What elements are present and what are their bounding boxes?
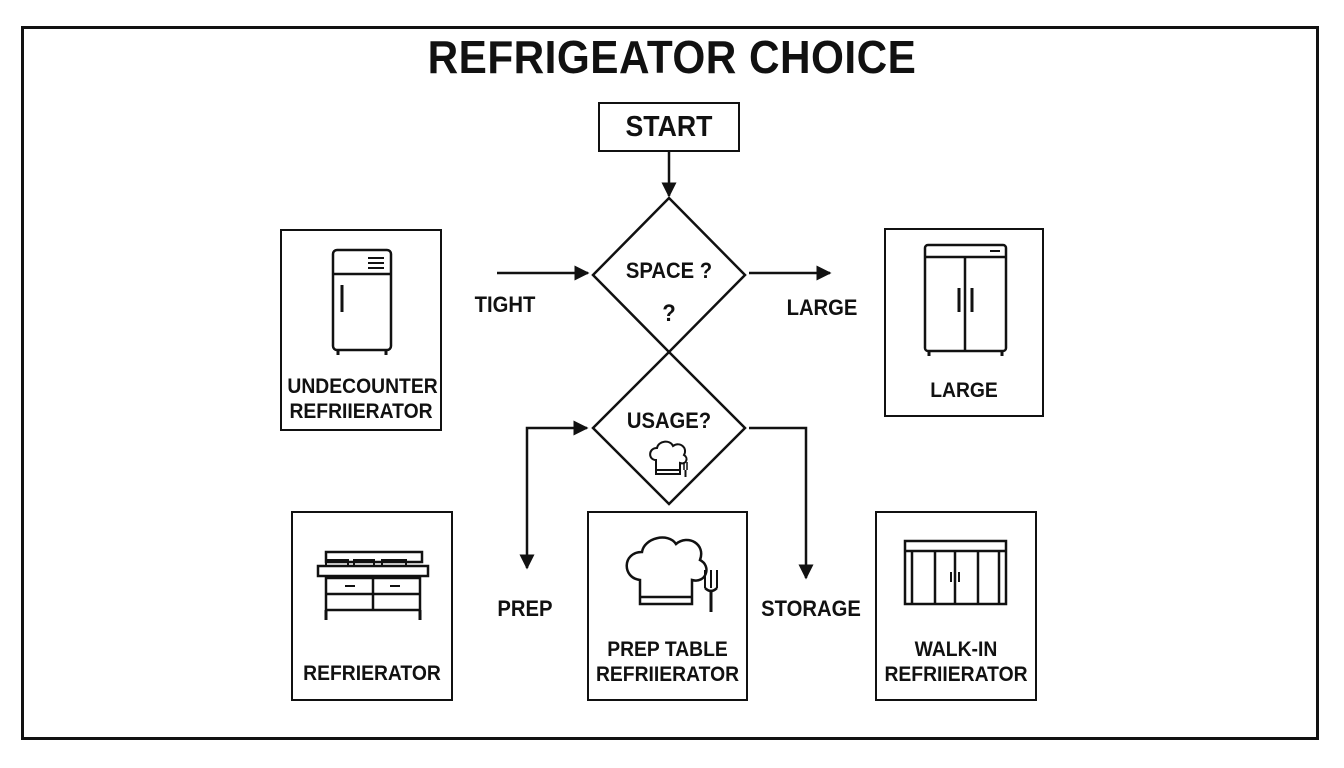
diagram-title: REFRIGEATOR CHOICE (427, 31, 917, 83)
start-node (598, 102, 740, 152)
prep-table-label: PREP TABLE REFRIIERATOR (594, 637, 740, 687)
space-decision-label: SPACE ? (625, 258, 713, 283)
refrigerator-box (291, 511, 453, 701)
edge-label-storage: STORAGE (761, 596, 861, 621)
walk-in-box (875, 511, 1037, 701)
undercounter-box (280, 229, 442, 431)
large-outcome-label: LARGE (930, 379, 998, 402)
prep-table-label-line2: REFRIIERATOR (595, 663, 740, 686)
usage-decision-diamond (591, 350, 747, 506)
walk-in-label-line2: REFRIIERATOR (884, 663, 1028, 686)
undercounter-fridge-icon (331, 248, 393, 355)
undercounter-label-line1: UNDECOUNTER (287, 375, 438, 398)
chef-hat-fork-icon (625, 536, 718, 612)
prep-table-label-line1: PREP TABLE (607, 638, 728, 661)
walk-in-label: WALK-IN REFRIIERATOR (882, 637, 1029, 687)
start-label: START (625, 111, 713, 143)
walk-in-label-line1: WALK-IN (914, 638, 998, 661)
prep-table-box (587, 511, 748, 701)
arrow-prep (519, 420, 589, 570)
undercounter-label-line2: REFRIIERATOR (289, 400, 433, 423)
arrow-storage (749, 426, 814, 580)
space-decision-mark: ? (662, 300, 676, 327)
edge-label-large: LARGE (786, 295, 858, 320)
walk-in-cooler-icon (903, 539, 1008, 606)
usage-decision-label: USAGE? (626, 408, 712, 433)
refrigerator-outcome-label: REFRIERATOR (303, 662, 441, 685)
undercounter-label: UNDECOUNTER REFRIIERATOR (287, 374, 438, 424)
prep-table-counter-icon (316, 550, 430, 620)
edge-label-prep: PREP (497, 596, 553, 621)
double-door-fridge-icon (923, 243, 1008, 356)
small-chef-hat-icon (649, 440, 688, 477)
edge-label-tight: TIGHT (474, 292, 536, 317)
